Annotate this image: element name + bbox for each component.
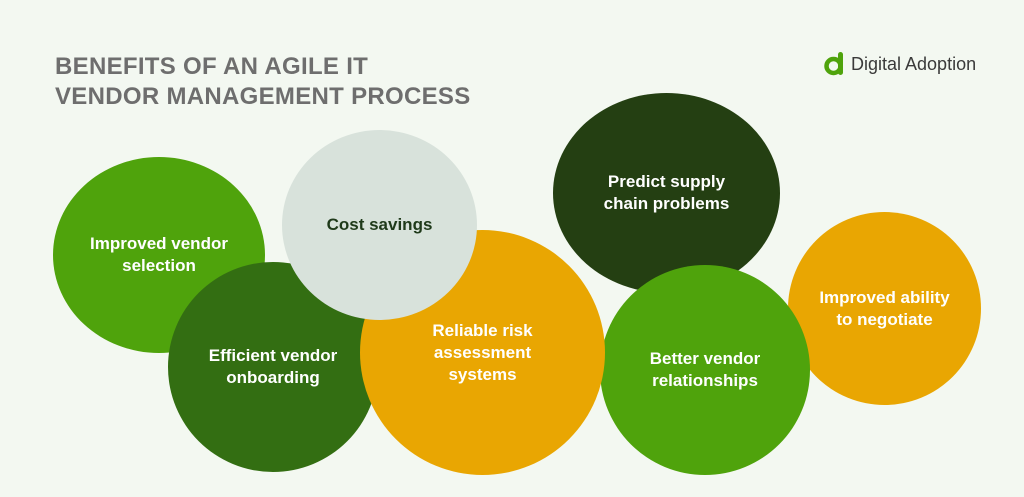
page-title: BENEFITS OF AN AGILE IT VENDOR MANAGEMEN… bbox=[55, 52, 471, 112]
brand-logo: Digital Adoption bbox=[824, 51, 976, 77]
digital-adoption-logo-icon bbox=[824, 52, 843, 76]
bubble-negotiation: Improved ability to negotiate bbox=[788, 212, 981, 405]
title-line-2: VENDOR MANAGEMENT PROCESS bbox=[55, 83, 471, 110]
bubble-cost-savings: Cost savings bbox=[282, 130, 477, 320]
bubble-vendor-onboarding-label: Efficient vendor onboarding bbox=[208, 346, 338, 387]
title-line-1: BENEFITS OF AN AGILE IT bbox=[55, 53, 369, 80]
bubble-vendor-relationships: Better vendor relationships bbox=[600, 265, 810, 475]
bubble-cost-savings-label: Cost savings bbox=[326, 215, 433, 234]
bubble-risk-assessment-label: Reliable risk assessment systems bbox=[432, 320, 533, 384]
bubble-vendor-selection-label: Improved vendor selection bbox=[90, 234, 228, 275]
bubble-supply-chain: Predict supply chain problems bbox=[553, 93, 780, 293]
bubble-negotiation-label: Improved ability to negotiate bbox=[819, 287, 950, 329]
brand-name: Digital Adoption bbox=[851, 53, 977, 74]
bubble-vendor-relationships-label: Better vendor relationships bbox=[649, 349, 761, 390]
bubble-supply-chain-label: Predict supply chain problems bbox=[603, 172, 730, 213]
